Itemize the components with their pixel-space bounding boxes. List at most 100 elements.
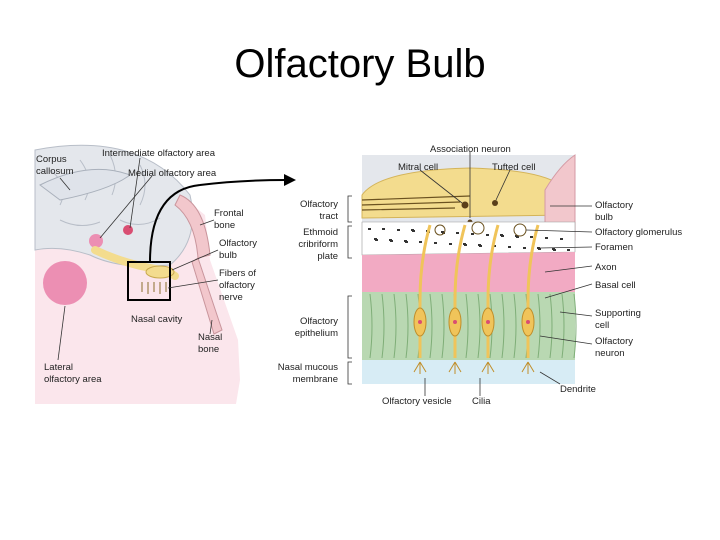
label-foramen: Foramen (595, 242, 633, 253)
label-corpus-callosum-2: callosum (36, 166, 74, 177)
mitral-leader (419, 169, 463, 204)
bracket-tract (347, 195, 352, 223)
medial-leader (99, 175, 153, 239)
label-mucous-1: Nasal mucous (278, 362, 338, 373)
tufted-leader (495, 169, 511, 201)
plate-dot (456, 232, 459, 234)
label-olfactory-tract-1: Olfactory (300, 199, 338, 210)
corpus-callosum-shape (39, 168, 132, 201)
right-leader-lines (419, 152, 593, 396)
supporting-cell-outline (405, 293, 409, 359)
label-ethmoid-3: plate (317, 251, 338, 262)
label-olfactory-vesicle: Olfactory vesicle (382, 396, 452, 407)
supporting-cell-outline (549, 293, 553, 359)
plate-dot (523, 247, 526, 249)
olfactory-neurons (413, 224, 540, 374)
plate-dot (449, 243, 452, 245)
neuron-nucleus (526, 320, 530, 324)
label-ethmoid-2: cribriform (298, 239, 338, 250)
head-sagittal-illustration (34, 144, 296, 404)
plate-dot (478, 244, 481, 246)
lateral-leader (57, 305, 66, 361)
label-nasal-cavity: Nasal cavity (131, 314, 182, 325)
neuron-nucleus (418, 320, 422, 324)
foramen-leader (539, 246, 593, 249)
supporting-cell-outline (561, 293, 565, 359)
supporting-cell-outline (393, 293, 397, 359)
label-association-neuron: Association neuron (430, 144, 511, 155)
supporting-cell-outline (501, 293, 505, 359)
label-nasal-bone-1: Nasal (198, 332, 222, 343)
label-epithelium-2: epithelium (295, 328, 338, 339)
plate-dot (560, 238, 563, 240)
plate-dot (471, 233, 474, 235)
axon-leader (544, 265, 593, 273)
label-mitral-cell: Mitral cell (398, 162, 438, 173)
label-ethmoid-1: Ethmoid (303, 227, 338, 238)
basal-leader (544, 283, 593, 299)
label-cilia: Cilia (472, 396, 491, 407)
right-labels: Association neuron Mitral cell Tufted ce… (278, 144, 683, 407)
plate-dot (500, 234, 503, 236)
neuron-cilia (448, 361, 462, 374)
label-dendrite: Dendrite (560, 384, 596, 395)
left-labels: Corpus callosum Intermediate olfactory a… (36, 148, 257, 385)
plate-dot (545, 237, 548, 239)
lamina-propria (362, 252, 575, 292)
supporting-cell-outline (513, 293, 517, 359)
neuron-axon (486, 224, 500, 358)
cribriform-plate (361, 221, 576, 256)
label-nasal-bone-2: bone (198, 344, 219, 355)
neuron-leader (539, 335, 593, 345)
intermediate-area-dot (123, 225, 133, 235)
label-intermediate-olfactory-area: Intermediate olfactory area (102, 148, 216, 159)
label-lateral-olfactory-area-1: Lateral (44, 362, 73, 373)
supporting-cell-outline (429, 293, 433, 359)
right-panel-brackets (347, 195, 352, 385)
plate-dot (404, 240, 407, 242)
lateral-olfactory-area-shape (43, 261, 87, 305)
left-leader-lines (57, 157, 219, 361)
tufted-cell-body (492, 200, 498, 206)
plate-dot (567, 249, 570, 251)
plate-dot (374, 238, 377, 240)
medial-olfactory-area-shape (89, 234, 103, 248)
neuron-axon (526, 224, 540, 358)
glomerulus-1 (471, 221, 485, 235)
plate-dot (411, 229, 414, 231)
label-olfactory-bulb-left-2: bulb (219, 250, 237, 261)
glomerulus-3 (434, 224, 446, 236)
label-epithelium-1: Olfactory (300, 316, 338, 327)
plate-dot (508, 246, 511, 248)
nasal-bone-leader (209, 319, 213, 335)
neuron-cilia (521, 361, 535, 374)
supporting-cell-outline (537, 293, 541, 359)
page-title: Olfactory Bulb (234, 42, 486, 86)
label-tufted-cell: Tufted cell (492, 162, 535, 173)
mitral-cell-body (461, 201, 469, 209)
neuron-axon (453, 224, 467, 358)
bracket-epithelium (347, 295, 352, 359)
label-mucous-2: membrane (293, 374, 338, 385)
supporting-cell-outline (369, 293, 373, 359)
label-frontal-bone-2: bone (214, 220, 235, 231)
intermediate-leader (129, 157, 141, 229)
bulb-leader-left (171, 249, 219, 271)
label-supporting-cell-2: cell (595, 320, 609, 331)
supporting-leader (559, 311, 593, 317)
label-medial-olfactory-area: Medial olfactory area (128, 168, 217, 179)
olfactory-bulb-shape-left (145, 265, 175, 279)
plate-dot (486, 234, 489, 236)
neuron-nucleus (486, 320, 490, 324)
neuron-cilia (413, 361, 427, 374)
tract-fibers (361, 195, 471, 211)
olfactory-detail-illustration (361, 154, 577, 384)
label-frontal-bone-1: Frontal (214, 208, 244, 219)
label-lateral-olfactory-area-2: olfactory area (44, 374, 102, 385)
supporting-cell-outline (441, 293, 445, 359)
label-fibers-2: olfactory (219, 280, 255, 291)
label-supporting-cell-1: Supporting (595, 308, 641, 319)
plate-dot (552, 248, 555, 250)
plate-dot (368, 228, 371, 230)
plate-dot (382, 228, 385, 230)
